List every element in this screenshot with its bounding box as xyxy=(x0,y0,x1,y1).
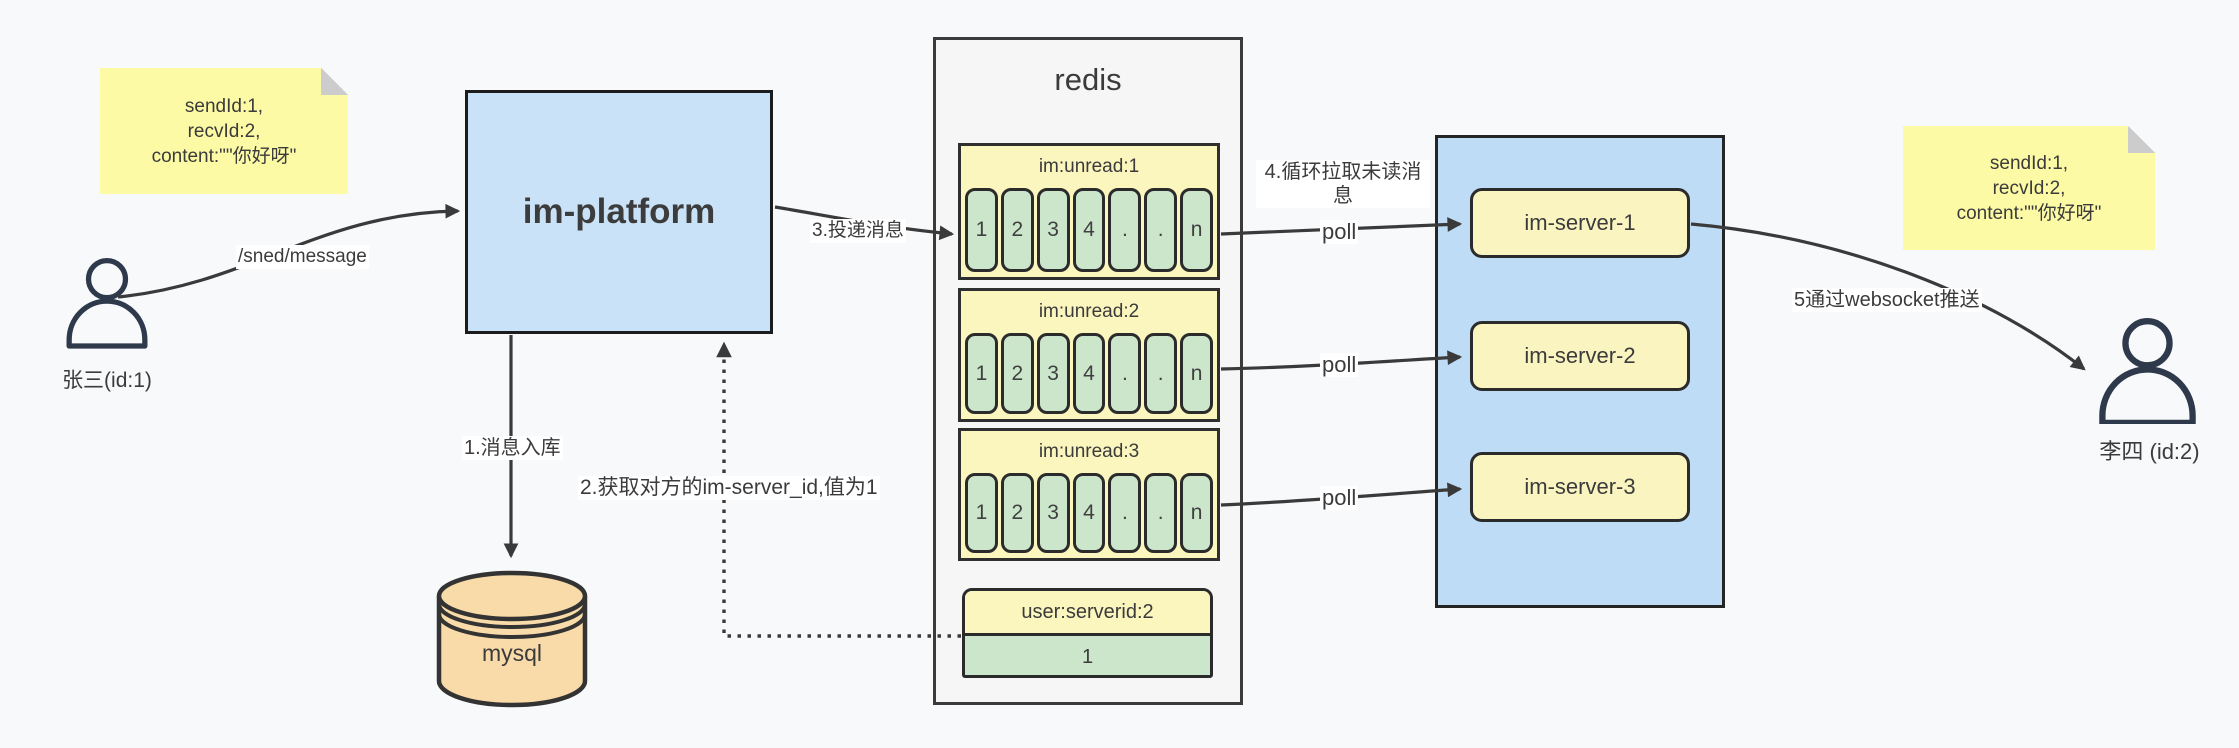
redis-title: redis xyxy=(1054,62,1122,97)
queue-cell: n xyxy=(1180,188,1214,272)
redis-queue-unread-1: im:unread:1 1 2 3 4 . . n xyxy=(958,143,1220,280)
edge-label-poll-2: poll xyxy=(1320,352,1359,377)
actor-sender-label: 张三(id:1) xyxy=(62,369,152,392)
queue-title: im:unread:1 xyxy=(1038,156,1140,177)
queue-cell: 1 xyxy=(965,473,998,553)
im-server-3-label: im-server-3 xyxy=(1524,474,1636,499)
edge-label-poll-1: poll xyxy=(1320,219,1359,244)
im-server-2-node: im-server-2 xyxy=(1470,321,1690,391)
queue-cell: 4 xyxy=(1072,188,1106,272)
queue-cell: 1 xyxy=(965,333,998,414)
sticky-note-receiver: sendId:1, recvId:2, content:""你好呀" xyxy=(1903,126,2155,250)
edge-label-send-api: /sned/message xyxy=(236,245,369,269)
queue-cell: 3 xyxy=(1036,188,1070,272)
queue-cell: 2 xyxy=(1000,188,1034,272)
edge-label-step1: 1.消息入库 xyxy=(462,436,563,460)
sticky-note-sender: sendId:1, recvId:2, content:""你好呀" xyxy=(100,68,348,194)
queue-title: im:unread:3 xyxy=(1038,441,1140,462)
queue-cell: 1 xyxy=(965,188,998,272)
queue-cell: . xyxy=(1144,188,1178,272)
queue-cell: 4 xyxy=(1072,473,1106,553)
edge-label-step3: 3.投递消息 xyxy=(810,219,906,243)
im-server-3-node: im-server-3 xyxy=(1470,452,1690,522)
queue-title: im:unread:2 xyxy=(1038,301,1140,322)
queue-cell: . xyxy=(1144,333,1178,414)
queue-cell: . xyxy=(1108,473,1142,553)
edge-label-step5: 5通过websocket推送 xyxy=(1792,288,1982,312)
kv-value: 1 xyxy=(965,636,1210,675)
queue-cell: 3 xyxy=(1036,333,1070,414)
redis-kv-user-serverid: user:serverid:2 1 xyxy=(962,588,1213,678)
queue-cell: . xyxy=(1108,188,1142,272)
note-line: recvId:2, xyxy=(187,120,261,142)
queue-cells: 1 2 3 4 . . n xyxy=(965,473,1214,553)
edge-label-step4: 4.循环拉取未读消息 xyxy=(1256,160,1430,208)
im-server-1-label: im-server-1 xyxy=(1524,210,1636,235)
edge-label-step2: 2.获取对方的im-server_id,值为1 xyxy=(578,476,880,500)
note-line: sendId:1, xyxy=(1989,152,2069,174)
kv-key: user:serverid:2 xyxy=(965,591,1210,636)
im-server-1-node: im-server-1 xyxy=(1470,188,1690,258)
mysql-database-icon xyxy=(436,570,588,708)
queue-cell: 3 xyxy=(1036,473,1070,553)
person-icon xyxy=(66,258,148,349)
edge-label-poll-3: poll xyxy=(1320,485,1359,510)
queue-cells: 1 2 3 4 . . n xyxy=(965,188,1214,272)
actor-receiver-label: 李四 (id:2) xyxy=(2099,439,2200,464)
note-fold-icon xyxy=(2128,126,2155,153)
queue-cell: 4 xyxy=(1072,333,1106,414)
queue-cell: n xyxy=(1180,473,1214,553)
im-platform-label: im-platform xyxy=(522,192,716,231)
note-line: sendId:1, xyxy=(184,95,264,117)
im-platform-node: im-platform xyxy=(465,90,773,334)
note-line: content:""你好呀" xyxy=(151,145,297,167)
redis-queue-unread-2: im:unread:2 1 2 3 4 . . n xyxy=(958,288,1220,422)
im-server-2-label: im-server-2 xyxy=(1524,343,1636,368)
redis-queue-unread-3: im:unread:3 1 2 3 4 . . n xyxy=(958,428,1220,561)
note-line: recvId:2, xyxy=(1992,177,2066,199)
queue-cell: n xyxy=(1180,333,1214,414)
person-icon xyxy=(2099,318,2196,424)
queue-cell: 2 xyxy=(1000,333,1034,414)
queue-cell: . xyxy=(1144,473,1178,553)
queue-cell: . xyxy=(1108,333,1142,414)
note-fold-icon xyxy=(321,68,348,95)
queue-cell: 2 xyxy=(1000,473,1034,553)
note-line: content:""你好呀" xyxy=(1956,202,2102,224)
mysql-label: mysql xyxy=(481,640,543,666)
queue-cells: 1 2 3 4 . . n xyxy=(965,333,1214,414)
